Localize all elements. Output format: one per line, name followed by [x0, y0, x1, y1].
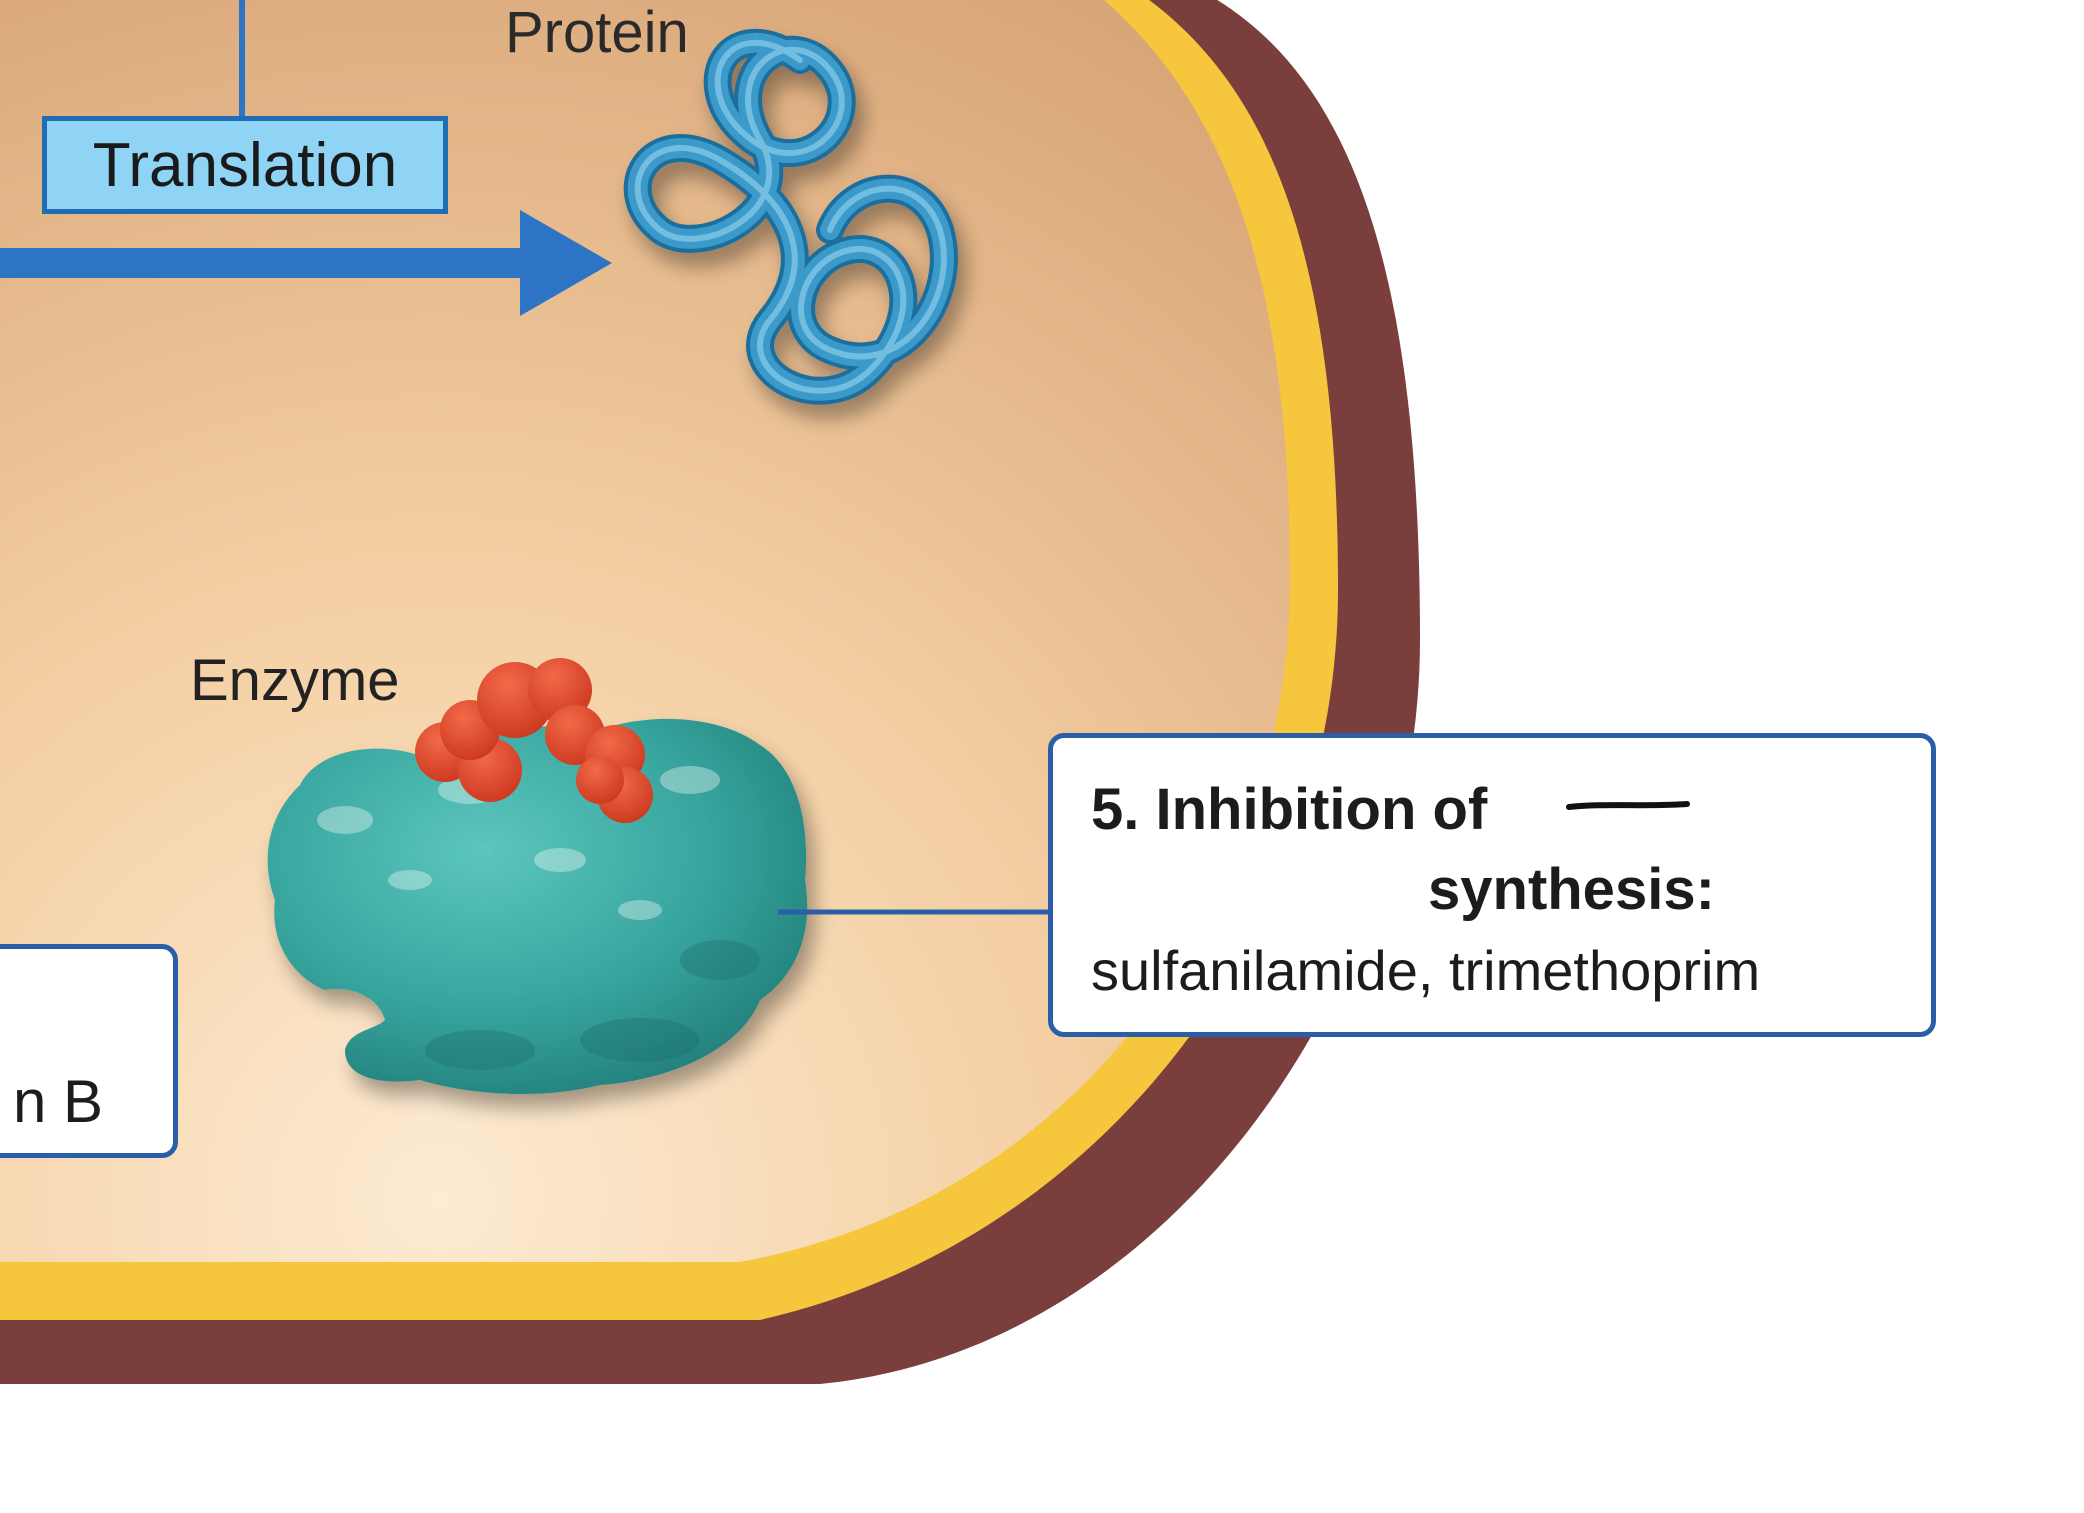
- callout-box: 5. Inhibition of synthesis: sulfanilamid…: [1048, 733, 1936, 1037]
- callout-title-line1: 5. Inhibition of: [1091, 777, 1488, 842]
- protein-label: Protein: [505, 0, 689, 65]
- partial-callout-box: n B: [0, 944, 178, 1158]
- inhibitor-molecule-icon: [415, 658, 653, 823]
- translation-label: Translation: [92, 130, 398, 200]
- partial-callout-text: n B: [12, 1068, 103, 1135]
- protein-chain-icon: [623, 28, 958, 405]
- translation-arrow: [0, 210, 612, 316]
- callout-title-line2: synthesis:: [1428, 857, 1715, 922]
- callout-drug-list: sulfanilamide, trimethoprim: [1091, 939, 1761, 1002]
- handwritten-dash-mark: [1566, 801, 1690, 810]
- translation-box: Translation: [42, 116, 448, 214]
- enzyme-label: Enzyme: [190, 648, 400, 713]
- enzyme-icon: [267, 718, 808, 1095]
